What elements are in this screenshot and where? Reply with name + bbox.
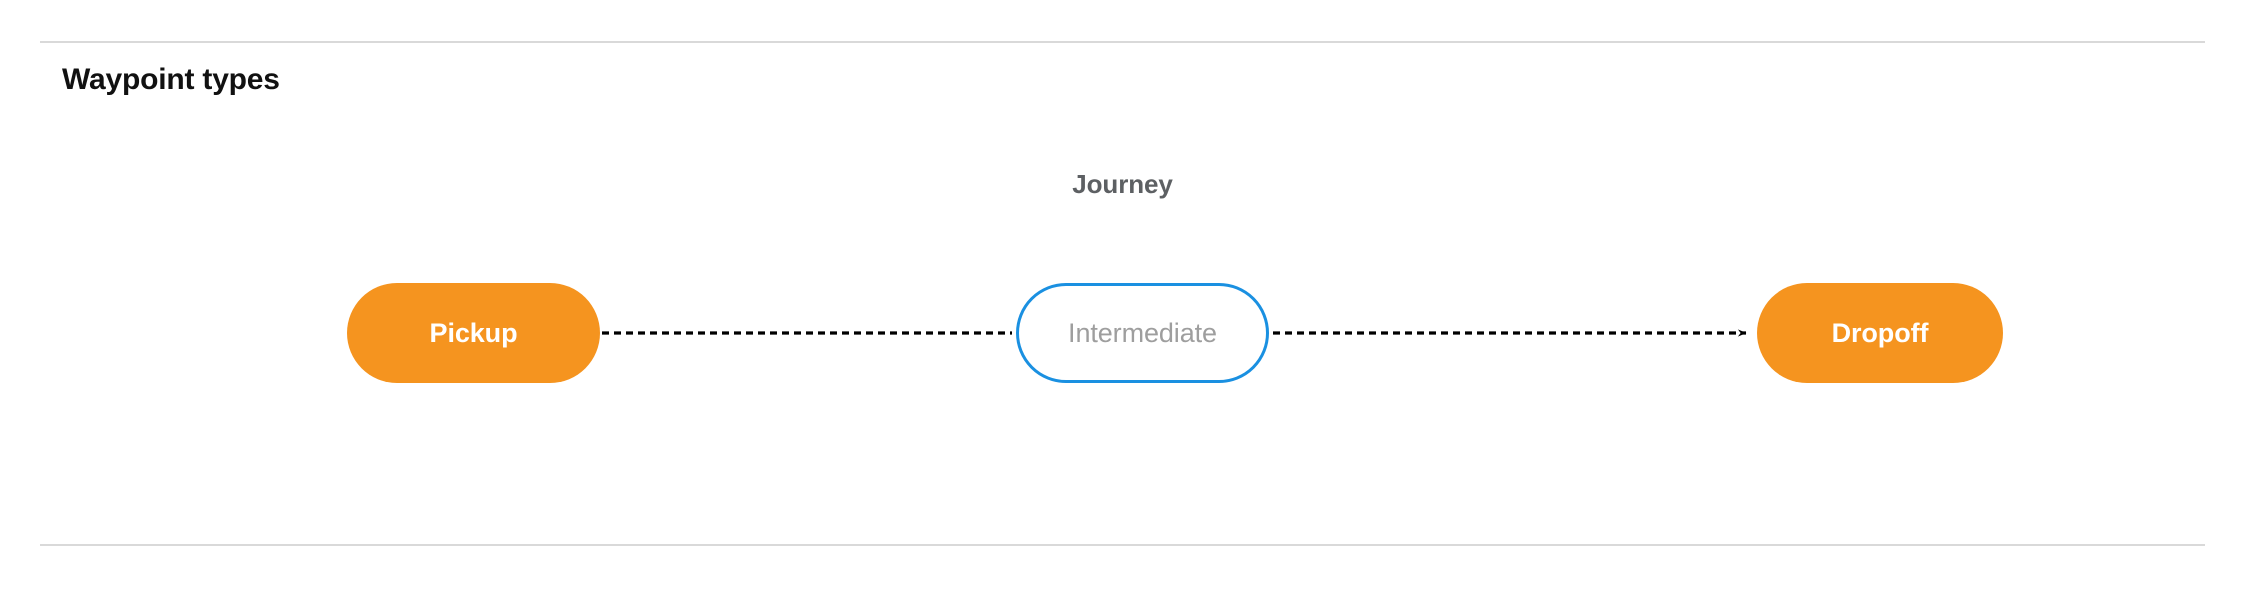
waypoint-node-dropoff-label: Dropoff [1831, 318, 1929, 348]
waypoint-node-intermediate[interactable]: Intermediate [1016, 283, 1269, 383]
waypoint-node-intermediate-label: Intermediate [1068, 318, 1217, 348]
page-title: Waypoint types [62, 63, 280, 96]
waypoint-node-pickup[interactable]: Pickup [347, 283, 600, 383]
section-divider-top [40, 41, 2205, 43]
waypoint-node-dropoff[interactable]: Dropoff [1757, 283, 2003, 383]
section-divider-bottom [40, 544, 2205, 546]
waypoint-node-pickup-label: Pickup [429, 318, 518, 348]
journey-group-label: Journey [1072, 169, 1173, 199]
